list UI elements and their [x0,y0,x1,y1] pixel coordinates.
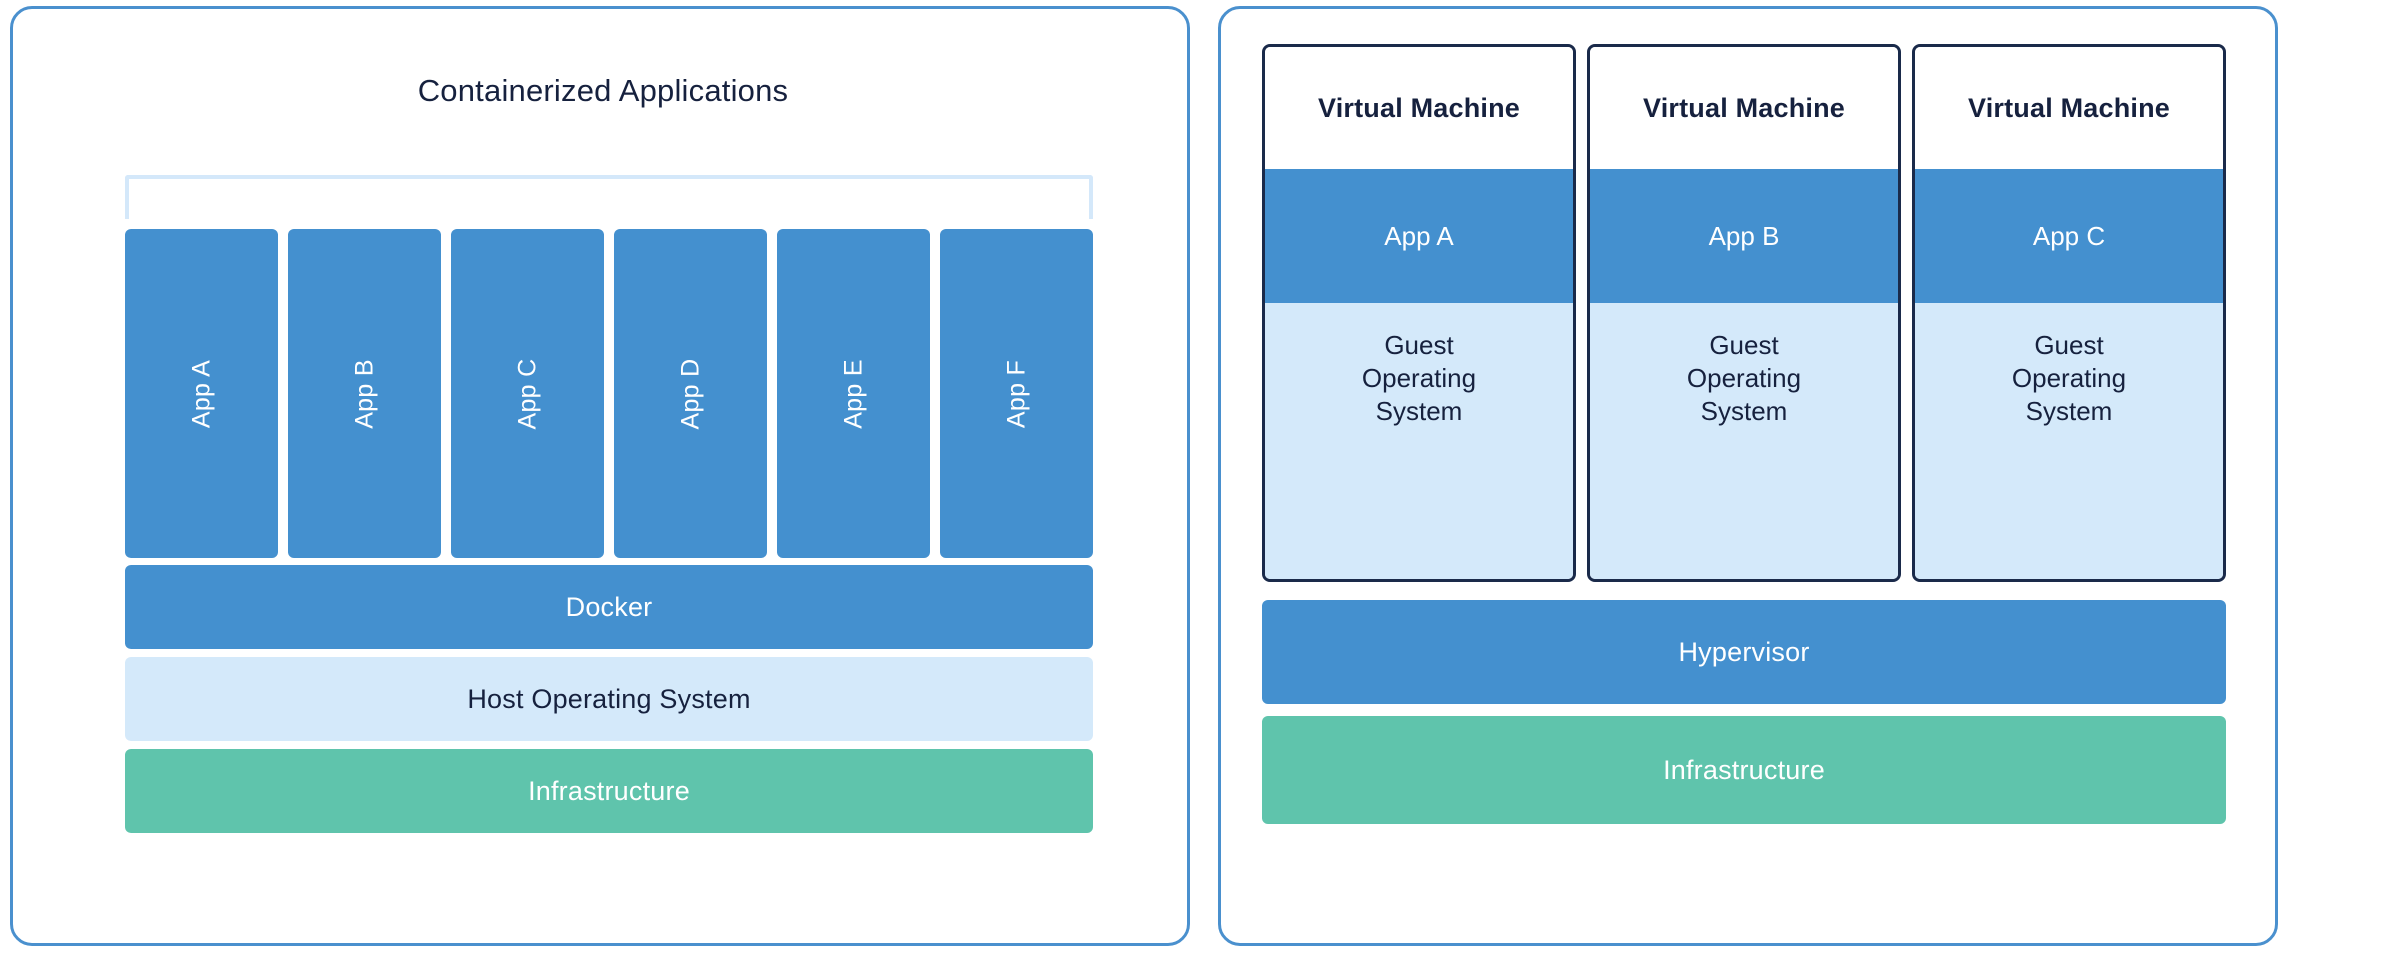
guest-operating-system-label: Guest Operating System [1915,303,2223,579]
container-app-box[interactable]: App A [125,229,278,558]
virtual-machine-card[interactable]: Virtual Machine App B Guest Operating Sy… [1587,44,1901,582]
container-app-box[interactable]: App C [451,229,604,558]
hypervisor-layer[interactable]: Hypervisor [1262,600,2226,704]
container-app-label: App C [513,358,541,429]
infrastructure-layer-right[interactable]: Infrastructure [1262,716,2226,824]
guest-operating-system-label: Guest Operating System [1590,303,1898,579]
virtual-machine-title: Virtual Machine [1590,47,1898,169]
guest-operating-system-label: Guest Operating System [1265,303,1573,579]
virtual-machine-app-label: App A [1265,169,1573,303]
containerized-apps-bracket [125,175,1093,219]
virtual-machine-card[interactable]: Virtual Machine App A Guest Operating Sy… [1262,44,1576,582]
container-app-box[interactable]: App F [940,229,1093,558]
container-app-label: App D [676,358,704,429]
virtual-machine-title: Virtual Machine [1265,47,1573,169]
container-app-box[interactable]: App B [288,229,441,558]
docker-layer[interactable]: Docker [125,565,1093,649]
virtual-machines-row: Virtual Machine App A Guest Operating Sy… [1262,44,2226,582]
virtual-machine-card[interactable]: Virtual Machine App C Guest Operating Sy… [1912,44,2226,582]
container-app-box[interactable]: App E [777,229,930,558]
virtual-machine-title: Virtual Machine [1915,47,2223,169]
container-app-label: App B [350,358,378,429]
container-app-label: App F [1002,359,1030,428]
infrastructure-layer-left[interactable]: Infrastructure [125,749,1093,833]
container-app-box[interactable]: App D [614,229,767,558]
container-app-label: App A [187,359,215,428]
virtual-machine-app-label: App B [1590,169,1898,303]
container-apps-row: App A App B App C App D App E App F [125,229,1093,558]
virtual-machine-app-label: App C [1915,169,2223,303]
container-app-label: App E [839,358,867,429]
containers-panel: Containerized Applications App A App B A… [10,6,1190,946]
page-title: Containerized Applications [417,73,789,108]
host-operating-system-layer[interactable]: Host Operating System [125,657,1093,741]
